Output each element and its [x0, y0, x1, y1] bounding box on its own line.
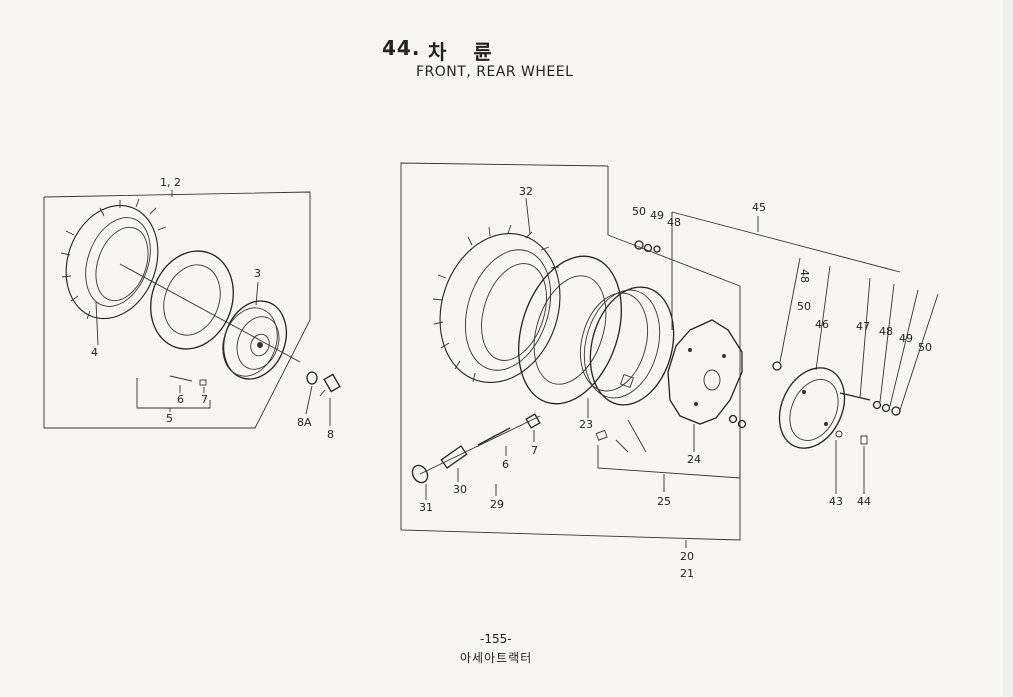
label-rear-tube: 23 — [579, 418, 593, 431]
label-rear-set: 45 — [752, 201, 766, 214]
front-valve-part — [169, 375, 193, 382]
label-rear-washer-mid: 49 — [899, 332, 913, 345]
label-rear-nut-top: 48 — [667, 216, 681, 229]
section-title-korean: 차 륜 — [428, 40, 502, 64]
label-rear-valve-core: 29 — [490, 498, 504, 511]
label-rear-disc: 24 — [687, 453, 701, 466]
rear-hardware — [411, 240, 901, 484]
rear-wheel-group: 32 23 24 25 6 7 30 31 29 20 21 45 50 49 … — [400, 162, 939, 580]
label-front-rim: 3 — [254, 267, 261, 280]
label-front-tire: 4 — [91, 346, 98, 359]
front-wheel-group: 1, 2 4 3 6 7 5 8A 8 — [43, 176, 341, 441]
label-rear-nut-mid: 48 — [879, 325, 893, 338]
label-rear-hub: 46 — [815, 318, 829, 331]
rear-tire — [432, 224, 561, 384]
rear-tube — [518, 255, 622, 405]
label-rear-pin: 43 — [829, 495, 843, 508]
label-rear-rotated: 48 — [798, 269, 811, 283]
label-front-assy: 1, 2 — [160, 176, 181, 189]
label-front-valve: 6 — [177, 393, 184, 406]
page-edge — [1003, 0, 1013, 697]
label-front-tube: 5 — [166, 412, 173, 425]
label-rear-assy-a: 20 — [680, 550, 694, 563]
front-nut-part — [306, 371, 318, 385]
label-rear-washer-top: 49 — [650, 209, 664, 222]
front-rim — [222, 300, 287, 380]
label-front-nut: 8A — [297, 416, 312, 429]
book-title: 아세아트랙터 — [460, 651, 533, 665]
label-rear-stud: 47 — [856, 320, 870, 333]
label-rear-cap: 7 — [531, 444, 538, 457]
label-front-cap: 7 — [201, 393, 208, 406]
front-tube — [150, 250, 234, 350]
rear-hub — [778, 367, 846, 449]
label-rear-assy-b: 21 — [680, 567, 694, 580]
section-title-english: FRONT, REAR WHEEL — [416, 64, 574, 80]
label-rear-bolt-mid: 50 — [797, 300, 811, 313]
label-rear-bolt-right: 50 — [918, 341, 932, 354]
rear-disc — [667, 319, 743, 425]
label-rear-valve-body: 30 — [453, 483, 467, 496]
rear-rim — [580, 286, 675, 406]
label-rear-tire: 32 — [519, 185, 533, 198]
label-front-bolt: 8 — [327, 428, 334, 441]
front-bolt-part — [319, 373, 341, 397]
section-number: 44. — [382, 36, 421, 60]
label-rear-rim-bolt: 25 — [657, 495, 671, 508]
label-rear-nut: 31 — [419, 501, 433, 514]
label-rear-bolt-top: 50 — [632, 205, 646, 218]
front-tire — [60, 198, 167, 320]
page-number: -155- — [480, 632, 512, 646]
label-rear-valve: 6 — [502, 458, 509, 471]
front-cap-part — [199, 379, 207, 386]
label-rear-bolt-bottom: 44 — [857, 495, 871, 508]
